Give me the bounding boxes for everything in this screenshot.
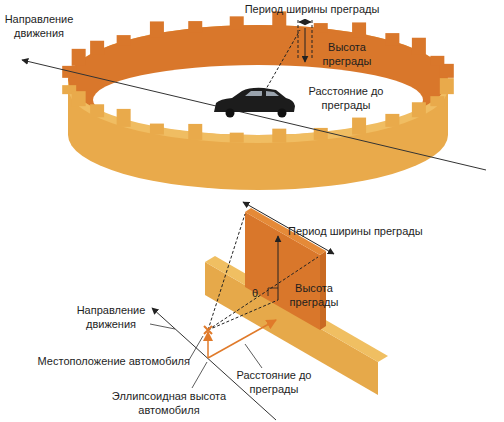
barrier-tooth [440, 64, 454, 78]
barrier-tooth [150, 21, 164, 37]
ring-outer-wall [68, 25, 448, 190]
barrier-tooth [352, 118, 366, 135]
leader-line [192, 362, 207, 388]
height-line [278, 236, 279, 300]
direction-label: Направление движения [2, 12, 76, 40]
barrier-tooth [440, 78, 454, 94]
barrier-tooth [272, 129, 286, 143]
dimension-label: Высота преграды [283, 281, 345, 309]
barrier-tooth [117, 109, 131, 127]
dimension-label: Высота преграды [318, 40, 376, 68]
height-label: Эллипсоидная высота автомобиля [110, 389, 228, 417]
height-line [305, 28, 306, 62]
dimension-label: Расстояние до преграды [228, 368, 320, 396]
car-body [214, 88, 295, 112]
period-marker [298, 20, 299, 60]
angle-symbol: θ [248, 286, 262, 300]
leader-line [189, 336, 203, 360]
barrier-tooth [430, 96, 444, 106]
car-icon [214, 88, 295, 118]
barrier-tooth [314, 23, 328, 32]
barrier-tooth [385, 114, 399, 127]
barrier-tooth [188, 21, 202, 32]
barrier-tooth [90, 41, 104, 55]
barrier-tooth [412, 38, 426, 55]
barrier-tooth [188, 124, 202, 140]
dimension-label: Период ширины преграды [288, 224, 448, 238]
barrier-tooth [117, 35, 131, 45]
barrier-tooth [72, 91, 86, 106]
barrier-tooth [90, 104, 104, 117]
vehicle-marker [204, 326, 212, 334]
barrier-tooth [430, 56, 444, 66]
barrier-tooth [352, 22, 366, 37]
car-wheel [278, 109, 287, 118]
leader-line [150, 324, 175, 329]
dashed-ray [262, 30, 300, 96]
direction-label: Направление движения [70, 303, 152, 331]
period-marker [312, 20, 313, 60]
dimension-label: Расстояние до преграды [300, 84, 392, 112]
dimension-label: Период ширины преграды [232, 2, 392, 16]
barrier-tooth [230, 133, 244, 143]
direction-line [22, 60, 486, 170]
barrier-tooth [385, 33, 399, 45]
period-arrow [299, 22, 311, 23]
distance-line [208, 320, 276, 358]
ellipsoid-height-line [207, 332, 209, 358]
ring-inner-face [68, 25, 448, 135]
barrier-tooth [72, 49, 86, 66]
barrier-ring [62, 11, 454, 190]
leader-line [245, 344, 262, 368]
dashed-ray [208, 214, 245, 330]
right-angle [268, 288, 278, 296]
barrier-teeth [62, 78, 454, 142]
barrier-tooth [150, 124, 164, 135]
car-wheel [226, 109, 235, 118]
barrier-tooth [412, 102, 426, 117]
barrier-tooth [230, 16, 244, 29]
position-label: Местоположение автомобиля [8, 354, 190, 368]
ring-rim [68, 80, 448, 143]
